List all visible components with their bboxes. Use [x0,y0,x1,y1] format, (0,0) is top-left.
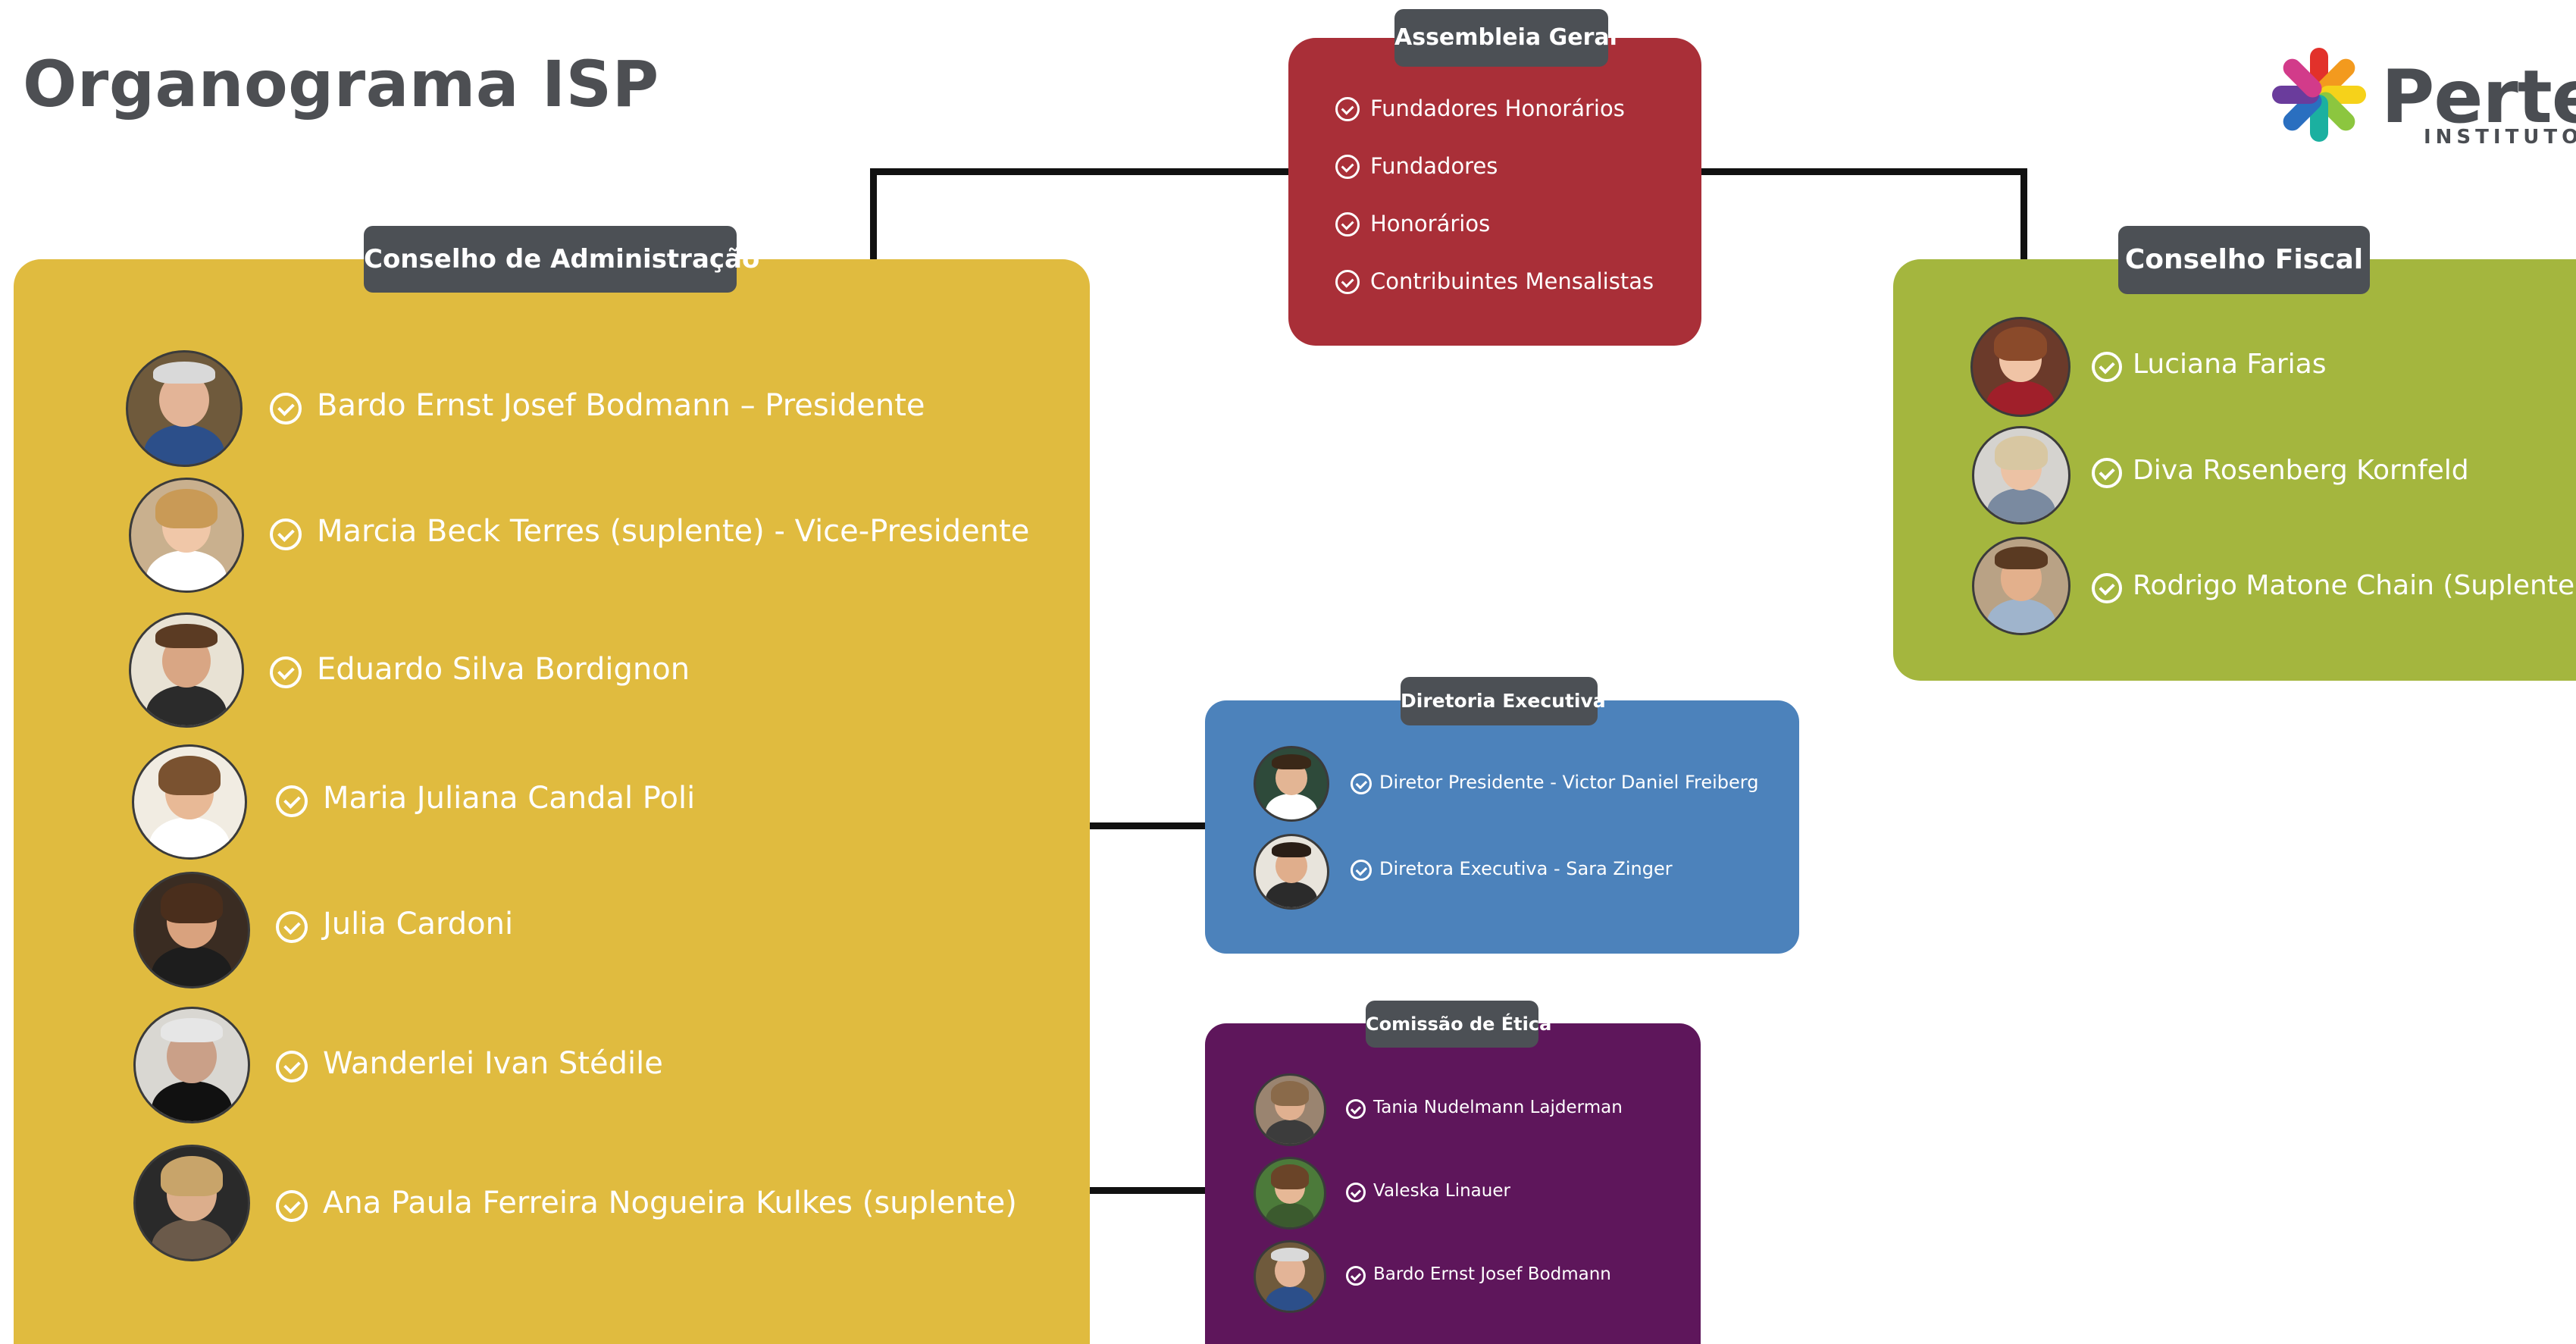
fiscal-member-name: Rodrigo Matone Chain (Suplente) [2133,570,2576,601]
admin-member-name: Maria Juliana Candal Poli [323,781,696,816]
check-icon [270,656,302,688]
conselho-fiscal-tab: Conselho Fiscal [2118,226,2370,294]
check-icon [1335,97,1360,121]
fiscal-member-name: Diva Rosenberg Kornfeld [2133,455,2469,486]
check-icon [276,1190,308,1222]
admin-member-name: Julia Cardoni [323,907,514,941]
assembleia-item-label: Fundadores [1370,153,1498,179]
avatar [1972,537,2071,635]
check-icon [1346,1099,1366,1119]
admin-member-name: Eduardo Silva Bordignon [317,652,690,687]
admin-member-name: Bardo Ernst Josef Bodmann – Presidente [317,388,925,423]
avatar [129,478,244,593]
connector-assembleia-fiscal-h [1698,168,2027,175]
connector-assembleia-admin-h [870,168,1291,175]
avatar [1254,746,1329,822]
diretoria-executiva-tab: Diretoria Executiva [1401,677,1606,725]
check-icon [276,785,308,817]
avatar [1254,1073,1326,1146]
assembleia-item-label: Honorários [1370,211,1491,237]
avatar [133,1007,250,1123]
avatar [1254,1157,1326,1230]
check-icon [2092,458,2122,488]
connector-assembleia-fiscal-v [2020,168,2027,261]
avatar [132,744,247,860]
comissao-member-name: Tania Nudelmann Lajderman [1373,1098,1623,1117]
admin-member-name: Ana Paula Ferreira Nogueira Kulkes (supl… [323,1186,1017,1220]
page-title: Organograma ISP [23,47,659,121]
logo-wordmark: Perten [2381,55,2576,139]
check-icon [276,1051,308,1082]
check-icon [1351,773,1372,794]
assembleia-item-label: Contribuintes Mensalistas [1370,268,1654,294]
avatar [126,350,243,467]
check-icon [1346,1183,1366,1202]
admin-member-name: Wanderlei Ivan Stédile [323,1046,663,1081]
assembleia-item-label: Fundadores Honorários [1370,96,1625,121]
diretoria-executiva-box [1205,700,1799,954]
check-icon [276,911,308,943]
connector-admin-diretoria [1088,822,1206,829]
assembleia-geral-tab: Assembleia Geral [1394,9,1617,67]
assembleia-geral-box [1288,38,1701,346]
conselho-administracao-tab: Conselho de Administração [364,226,759,293]
comissao-member-name: Valeska Linauer [1373,1181,1510,1201]
logo-subtitle: INSTITUTO SO [2424,126,2576,149]
fiscal-member-name: Luciana Farias [2133,349,2327,380]
logo-flower-icon [2266,42,2372,148]
comissao-etica-tab: Comissão de Ética [1366,1001,1551,1048]
connector-admin-comissao [1088,1187,1206,1194]
connector-assembleia-admin-v [870,168,877,261]
avatar [1254,834,1329,910]
check-icon [270,393,302,425]
check-icon [270,518,302,550]
avatar [1254,1240,1326,1313]
avatar [1972,426,2071,525]
check-icon [1335,155,1360,179]
avatar [1970,317,2071,417]
diretoria-member-name: Diretora Executiva - Sara Zinger [1379,858,1673,879]
check-icon [1346,1266,1366,1286]
diretoria-member-name: Diretor Presidente - Victor Daniel Freib… [1379,772,1759,793]
check-icon [2092,352,2122,382]
check-icon [1335,270,1360,294]
admin-member-name: Marcia Beck Terres (suplente) - Vice-Pre… [317,514,1030,549]
check-icon [2092,573,2122,603]
check-icon [1335,212,1360,237]
avatar [133,1145,250,1261]
comissao-member-name: Bardo Ernst Josef Bodmann [1373,1264,1611,1284]
check-icon [1351,860,1372,881]
avatar [133,872,250,988]
avatar [129,612,244,728]
